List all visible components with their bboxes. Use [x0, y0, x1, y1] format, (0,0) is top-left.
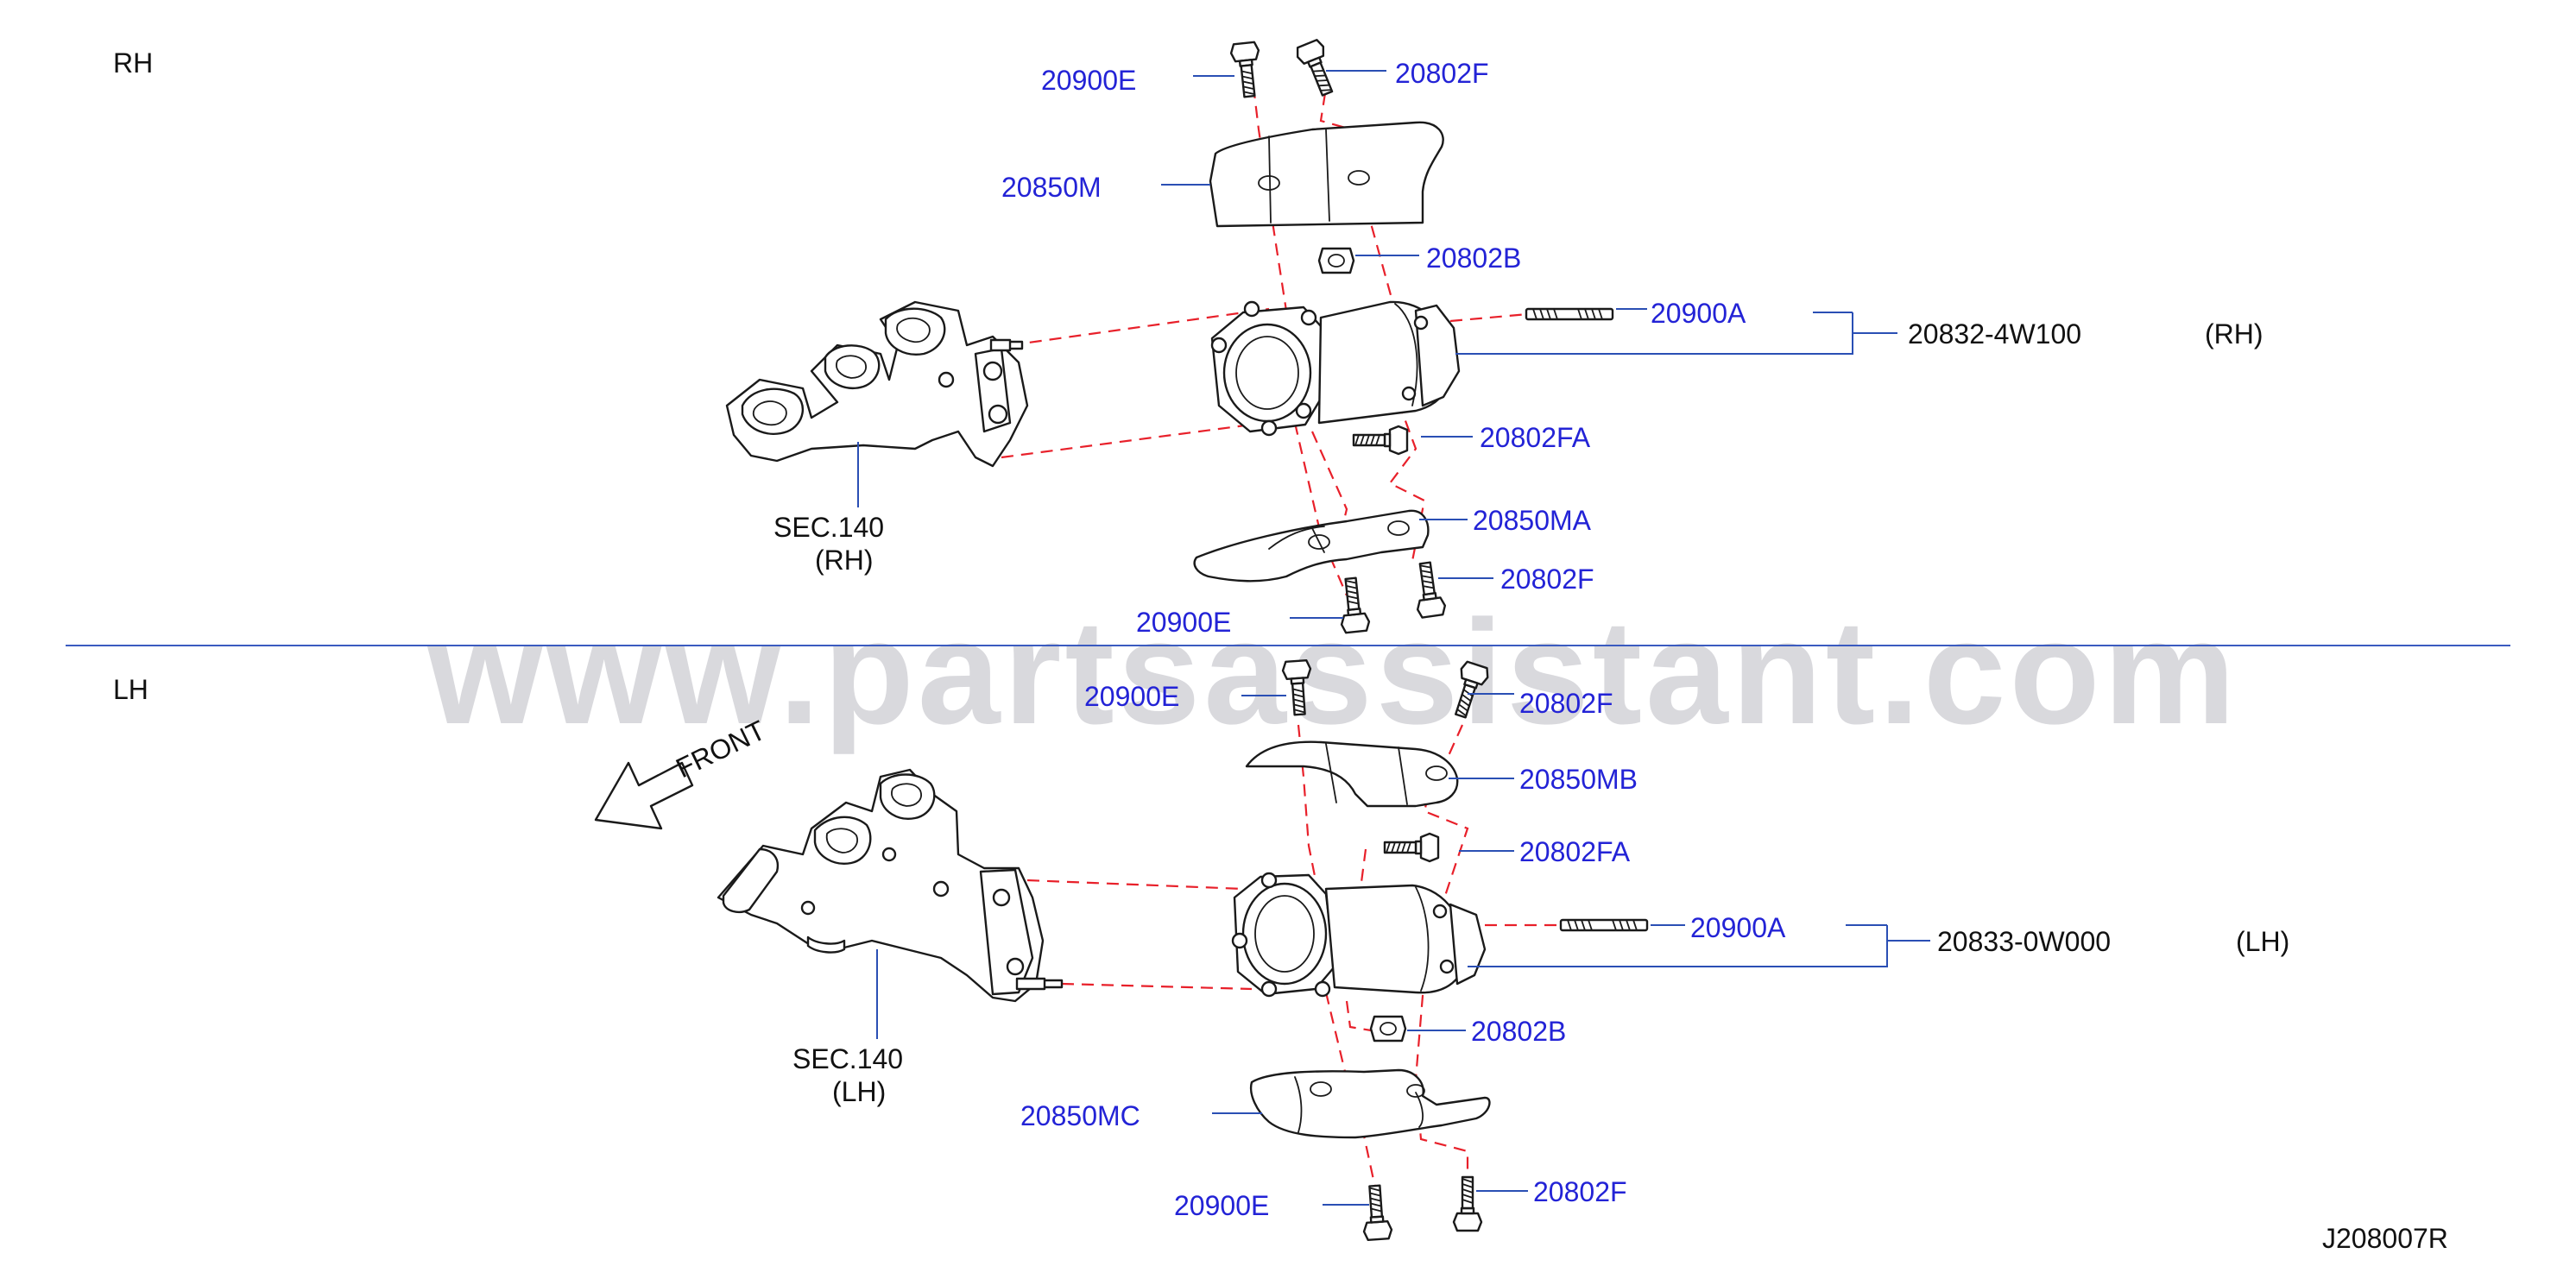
rh-catalytic-converter — [1210, 300, 1461, 437]
lh-dash-manifold-top — [1026, 879, 1244, 891]
lh-label-bolt-side: 20802FA — [1519, 836, 1631, 867]
lh-label-stud: 20900A — [1690, 912, 1786, 943]
lh-dash-bolt-right — [1423, 724, 1469, 907]
front-arrow-icon — [594, 761, 694, 830]
lh-dash-manifold-bottom — [1061, 982, 1253, 991]
rh-manifold-side: (RH) — [815, 545, 874, 576]
lh-label-bolt-top-left: 20900E — [1084, 681, 1179, 712]
section-title-lh: LH — [113, 674, 148, 705]
rh-label-bolt-bottom-left: 20900E — [1136, 607, 1231, 638]
rh-dash-stud — [1449, 312, 1529, 323]
lh-label-bolt-bottom-left: 20900E — [1174, 1190, 1269, 1221]
rh-dash-lower-left — [1293, 422, 1348, 596]
rh-label-bolt-top-left: 20900E — [1041, 65, 1136, 96]
rh-dash-manifold-bottom — [1001, 423, 1253, 459]
rh-manifold-ref: SEC.140 — [773, 512, 884, 543]
rh-dash-manifold-top — [1009, 307, 1270, 347]
rh-dash-lower-mid — [1310, 431, 1348, 553]
rh-bolt-top-right — [1293, 37, 1342, 100]
rh-assembly-part-number: 20832-4W100 — [1908, 318, 2081, 350]
diagram-code: J208007R — [2322, 1223, 2448, 1254]
rh-assembly: 20900E 20802F 20850M 20802B 20900A 20802… — [725, 37, 2263, 638]
lh-label-shield-upper: 20850MB — [1519, 764, 1638, 795]
rh-label-stud: 20900A — [1651, 298, 1746, 329]
rh-shield-upper — [1209, 121, 1444, 228]
rh-lead-assembly — [1455, 312, 1897, 355]
rh-label-bolt-side: 20802FA — [1480, 422, 1591, 453]
lh-catalytic-converter — [1231, 872, 1487, 998]
lh-assembly-part-number: 20833-0W000 — [1937, 926, 2111, 957]
rh-label-shield-lower: 20850MA — [1473, 505, 1592, 536]
lh-lead-assembly — [1468, 924, 1930, 967]
rh-label-nut: 20802B — [1426, 243, 1521, 274]
rh-assembly-side: (RH) — [2205, 318, 2263, 350]
lh-label-shield-lower: 20850MC — [1020, 1100, 1140, 1131]
lh-bolt-side — [1383, 832, 1440, 863]
lh-bolt-bottom-left — [1360, 1183, 1393, 1242]
lh-nut — [1369, 1015, 1407, 1042]
watermark: www.partsassistant.com — [426, 589, 2239, 755]
lh-dash-side-bolt — [1359, 848, 1367, 890]
lh-stud — [1559, 918, 1649, 932]
lh-assembly-side: (LH) — [2236, 926, 2289, 957]
lh-exhaust-manifold — [717, 768, 1064, 1003]
lh-assembly: FRONT — [594, 658, 2289, 1242]
rh-stud — [1525, 307, 1614, 321]
rh-label-bolt-bottom-right: 20802F — [1500, 564, 1594, 595]
rh-label-shield-upper: 20850M — [1001, 172, 1102, 203]
rh-bolt-top-left — [1228, 41, 1265, 99]
lh-label-nut: 20802B — [1471, 1016, 1566, 1047]
section-title-rh: RH — [113, 47, 153, 79]
rh-nut — [1317, 247, 1355, 274]
lh-label-bolt-top-right: 20802F — [1519, 688, 1613, 719]
lh-label-bolt-bottom-right: 20802F — [1533, 1176, 1627, 1207]
rh-exhaust-manifold — [725, 300, 1029, 468]
lh-shield-lower — [1249, 1068, 1491, 1139]
rh-bolt-side — [1352, 425, 1409, 456]
lh-bolt-bottom-right — [1452, 1175, 1483, 1232]
rh-dash-bolt-left — [1252, 85, 1288, 312]
lh-dash-lower-left — [1324, 992, 1380, 1200]
lh-dash-lower-right — [1414, 974, 1469, 1174]
rh-label-bolt-top-right: 20802F — [1395, 58, 1489, 89]
lh-manifold-ref: SEC.140 — [792, 1043, 903, 1074]
lh-manifold-side: (LH) — [832, 1076, 886, 1107]
